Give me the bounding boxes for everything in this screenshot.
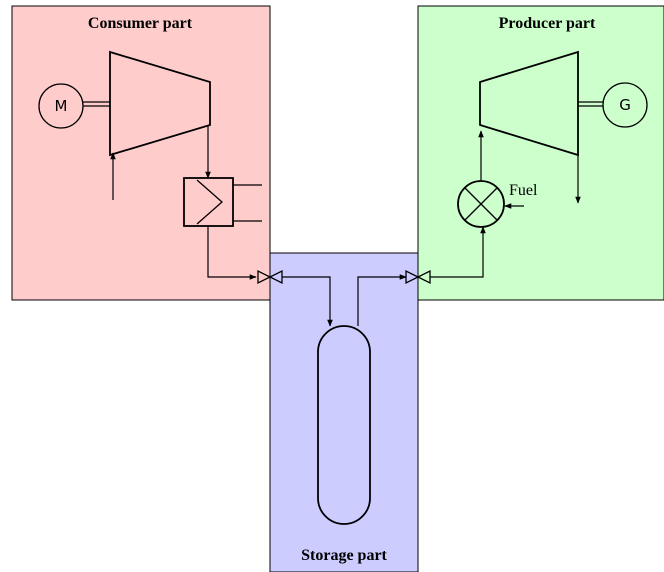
storage-tank-icon	[317, 325, 371, 525]
consumer-to-valve-pipe	[207, 226, 257, 280]
storage-region	[269, 252, 419, 572]
generator-shaft	[578, 101, 603, 107]
motor-shaft	[83, 101, 110, 107]
tank-to-right-valve-pipe	[357, 274, 407, 326]
generator-letter: G	[619, 96, 631, 114]
generator-icon: G	[602, 82, 648, 128]
consumer-region-title: Consumer part	[88, 15, 193, 32]
left-valve-to-tank-pipe	[282, 276, 333, 327]
producer-region	[417, 5, 664, 301]
compressor-icon	[109, 50, 211, 157]
storage-region-title: Storage part	[301, 547, 387, 564]
fuel-label: Fuel	[509, 182, 538, 199]
producer-region-title: Producer part	[499, 15, 596, 32]
consumer-region	[11, 5, 271, 301]
valve-to-combustor-pipe	[430, 226, 486, 278]
motor-letter: M	[55, 97, 68, 115]
